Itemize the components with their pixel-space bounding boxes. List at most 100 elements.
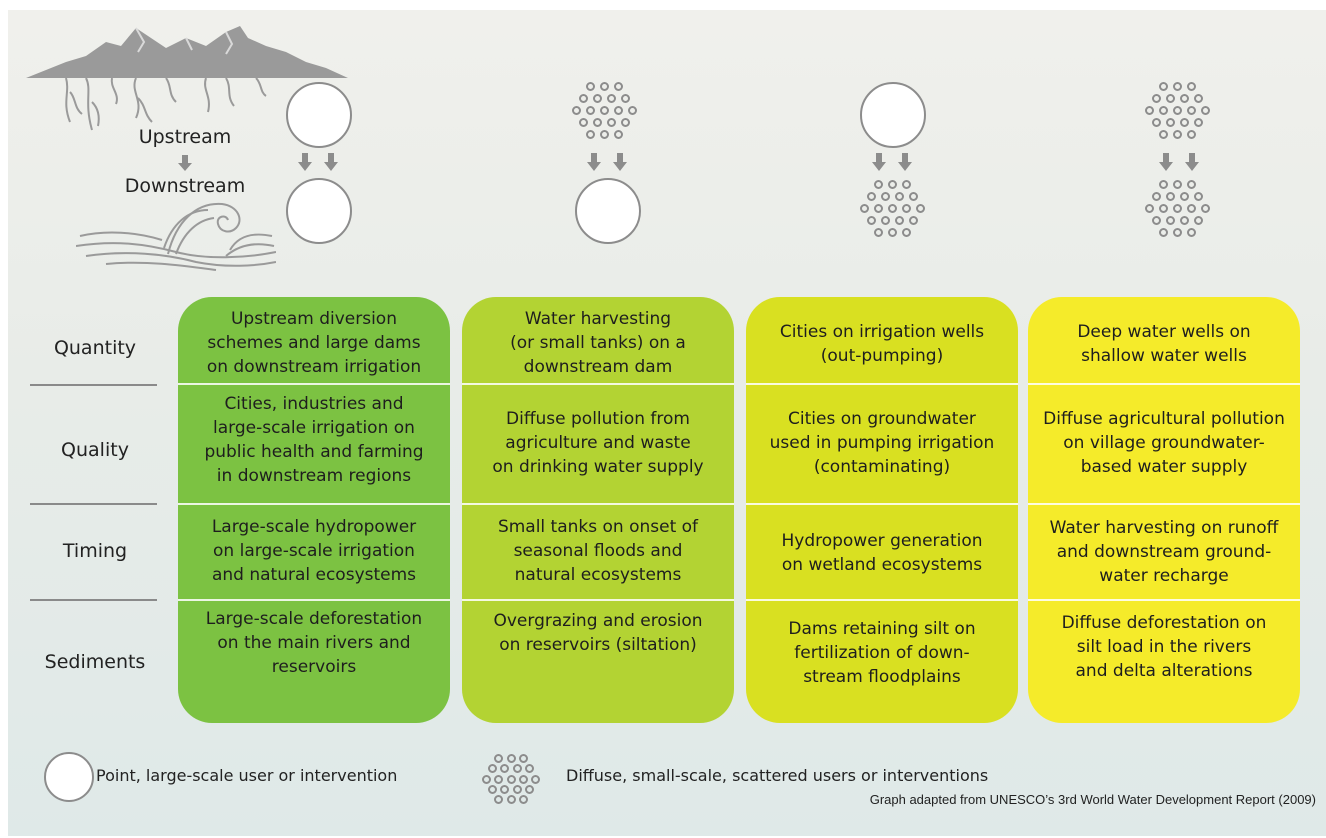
dot-mark [518, 774, 528, 784]
cell-timing: Large-scale hydropower on large-scale ir… [211, 517, 417, 585]
cell-divider [178, 503, 450, 505]
double-arrow-down-icon [872, 153, 912, 171]
dot-mark [578, 118, 588, 127]
cell-quantity: Water harvesting (or small tanks) on a d… [510, 309, 686, 377]
card-diffuse-to-point: Water harvesting (or small tanks) on a d… [462, 297, 734, 723]
dot-mark [530, 774, 540, 784]
cell-timing: Small tanks on onset of seasonal floods … [497, 517, 699, 585]
dot-mark [524, 764, 534, 774]
arrow-down-icon [178, 155, 192, 171]
dot-mark [1179, 94, 1189, 103]
dot-mark [873, 228, 883, 237]
cell-sediments: Diffuse deforestation on silt load in th… [1061, 613, 1267, 681]
dot-mark [908, 192, 918, 201]
dot-mark [1172, 180, 1182, 189]
dot-mark [1179, 216, 1189, 225]
mountain-icon [26, 26, 348, 131]
dot-mark [1186, 204, 1196, 213]
diffuse-icon-upstream-4 [1127, 82, 1227, 150]
cell-sediments: Overgrazing and erosion on reservoirs (s… [493, 611, 703, 655]
dot-mark [1151, 94, 1161, 103]
cell-quality: Diffuse agricultural pollution on villag… [1043, 409, 1285, 477]
card-diffuse-to-diffuse: Deep water wells on shallow water wells … [1028, 297, 1300, 723]
dot-mark [494, 774, 504, 784]
dot-mark [894, 192, 904, 201]
dot-mark [500, 764, 510, 774]
dot-mark [613, 106, 623, 115]
dot-mark [1179, 118, 1189, 127]
cell-sediments: Dams retaining silt on fertilization of … [788, 619, 976, 687]
dot-mark [1158, 180, 1168, 189]
dot-mark [1151, 216, 1161, 225]
dot-mark [620, 118, 630, 127]
legend-point-label: Point, large-scale user or intervention [96, 766, 398, 785]
dot-mark [578, 94, 588, 103]
dot-mark [482, 774, 492, 784]
dot-mark [506, 795, 516, 805]
cell-timing: Water harvesting on runoff and downstrea… [1049, 518, 1279, 586]
diffuse-icon-downstream-3 [842, 180, 942, 248]
dot-mark [1172, 130, 1182, 139]
waves-icon [76, 202, 276, 271]
cell-divider [746, 383, 1018, 385]
dot-mark [592, 94, 602, 103]
dot-mark [1193, 192, 1203, 201]
dot-mark [1165, 192, 1175, 201]
legend-diffuse-icon [468, 754, 554, 814]
dot-mark [1165, 94, 1175, 103]
dot-mark [585, 106, 595, 115]
dot-mark [571, 106, 581, 115]
dot-mark [1165, 118, 1175, 127]
dot-mark [1158, 228, 1168, 237]
dot-mark [866, 216, 876, 225]
cell-divider [462, 383, 734, 385]
cell-quality: Cities, industries and large-scale irrig… [204, 394, 424, 486]
cell-divider [746, 503, 1018, 505]
row-label-quality: Quality [61, 439, 129, 461]
dot-mark [1186, 228, 1196, 237]
dot-mark [585, 82, 595, 91]
dot-mark [512, 764, 522, 774]
dot-mark [506, 754, 516, 763]
dot-mark [887, 204, 897, 213]
dot-mark [901, 204, 911, 213]
dot-mark [524, 784, 534, 794]
dot-mark [1193, 216, 1203, 225]
dot-mark [599, 130, 609, 139]
card-point-to-point: Upstream diversion schemes and large dam… [178, 297, 450, 723]
dot-mark [894, 216, 904, 225]
cell-divider [1028, 599, 1300, 601]
double-arrow-down-icon [298, 153, 338, 171]
cell-quantity: Upstream diversion schemes and large dam… [206, 309, 422, 377]
dot-mark [518, 795, 528, 805]
cell-quality: Cities on groundwater used in pumping ir… [769, 409, 995, 477]
dot-mark [1151, 118, 1161, 127]
cell-divider [178, 383, 450, 385]
dot-mark [1158, 106, 1168, 115]
dot-mark [1144, 106, 1154, 115]
dot-mark [1151, 192, 1161, 201]
dot-mark [908, 216, 918, 225]
dot-mark [488, 764, 498, 774]
legend-diffuse-label: Diffuse, small-scale, scattered users or… [566, 766, 989, 785]
dot-mark [859, 204, 869, 213]
dot-mark [1193, 94, 1203, 103]
cell-divider [178, 599, 450, 601]
source-credit: Graph adapted from UNESCO’s 3rd World Wa… [869, 792, 1316, 807]
dot-mark [1186, 180, 1196, 189]
dot-mark [880, 192, 890, 201]
cell-divider [462, 599, 734, 601]
dot-mark [866, 192, 876, 201]
card-point-to-diffuse: Cities on irrigation wells (out-pumping)… [746, 297, 1018, 723]
dot-mark [613, 130, 623, 139]
dot-mark [880, 216, 890, 225]
dot-mark [494, 754, 504, 763]
dot-mark [1165, 216, 1175, 225]
dot-mark [901, 180, 911, 189]
row-separator [30, 599, 157, 601]
row-separator [30, 503, 157, 505]
dot-mark [1179, 192, 1189, 201]
dot-mark [500, 784, 510, 794]
dot-mark [1144, 204, 1154, 213]
dot-mark [1193, 118, 1203, 127]
